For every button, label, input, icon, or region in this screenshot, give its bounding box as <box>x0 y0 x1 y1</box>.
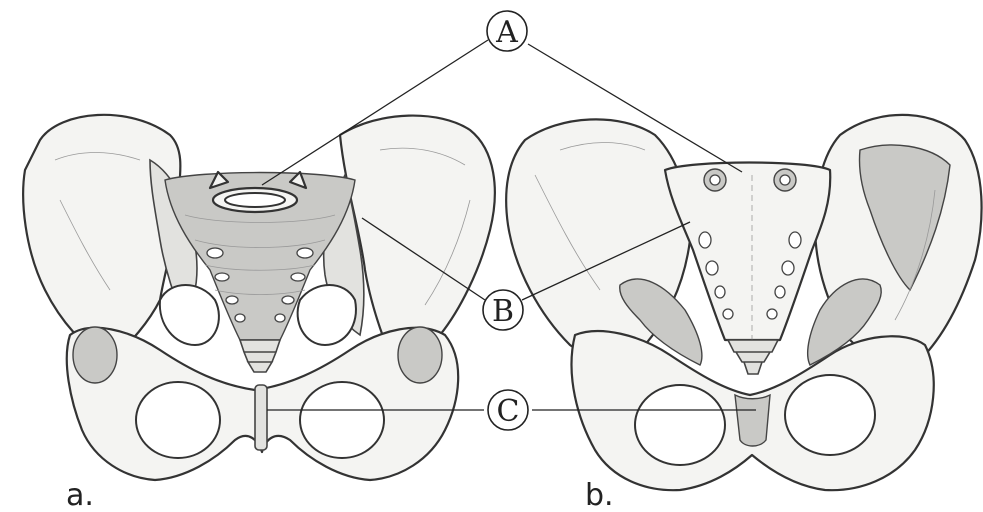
right-pelvic-inlet-a <box>298 285 356 345</box>
figure-b-label: b. <box>585 478 614 512</box>
callout-b: B <box>483 290 523 330</box>
right-ilium-a <box>340 116 495 357</box>
pubic-symphysis-a <box>255 385 267 450</box>
left-obturator-foramen-b <box>635 385 725 465</box>
callout-b-label: B <box>492 294 514 329</box>
right-acetabulum-a <box>398 327 442 383</box>
pubic-symphysis-b <box>735 395 770 446</box>
pelvis-anterior-view <box>23 115 495 480</box>
callout-a: A <box>487 11 527 51</box>
figure-a-label: a. <box>66 478 94 512</box>
sacrum-b <box>665 163 830 341</box>
pelvis-posterior-view <box>506 115 981 490</box>
left-pelvic-inlet-a <box>160 285 219 345</box>
callout-c: C <box>488 390 528 430</box>
left-ilium-a <box>23 115 180 360</box>
callout-a-label: A <box>495 15 518 50</box>
coccyx-a <box>240 340 280 372</box>
left-acetabulum-a <box>73 327 117 383</box>
right-obturator-foramen-a <box>300 382 384 458</box>
coccyx-b <box>728 340 778 374</box>
left-obturator-foramen-a <box>136 382 220 458</box>
right-obturator-foramen-b <box>785 375 875 455</box>
callout-c-label: C <box>497 394 520 429</box>
